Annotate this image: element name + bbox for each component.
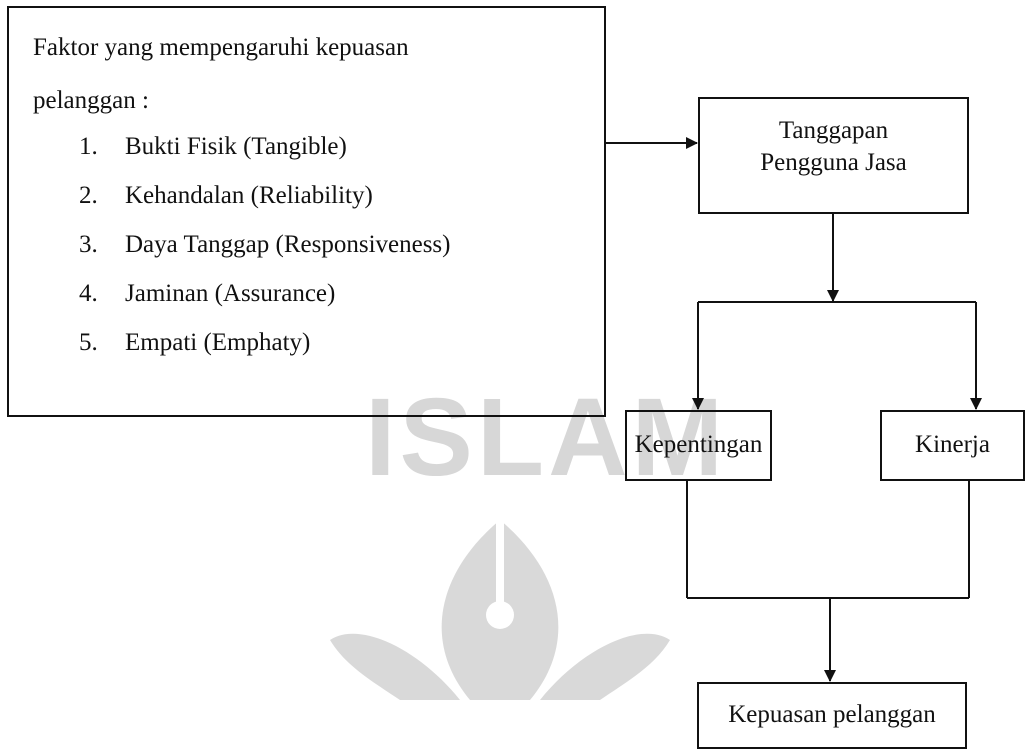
watermark-stem	[496, 520, 504, 610]
factor-item-2-num: 2.	[79, 182, 98, 209]
factor-item-3-label: Daya Tanggap (Responsiveness)	[125, 231, 451, 258]
satisfaction-box	[697, 682, 967, 749]
satisfaction-label: Kepuasan pelanggan	[728, 701, 936, 728]
factors-heading-line2: pelanggan :	[33, 87, 149, 114]
factors-box	[7, 6, 606, 417]
watermark-leaf-left	[330, 633, 460, 700]
watermark-text: ISLAM	[365, 376, 727, 499]
factor-item-3-num: 3.	[79, 231, 98, 258]
factor-item-1-label: Bukti Fisik (Tangible)	[125, 133, 347, 160]
performance-label: Kinerja	[915, 431, 990, 458]
factor-item-1-num: 1.	[79, 133, 98, 160]
response-line1: Tanggapan	[778, 117, 889, 144]
response-line2: Pengguna Jasa	[760, 149, 907, 176]
factors-heading-line1: Faktor yang mempengaruhi kepuasan	[33, 34, 409, 61]
factor-item-5-label: Empati (Emphaty)	[125, 329, 311, 356]
watermark-leaf-right	[540, 633, 670, 700]
factor-item-4-num: 4.	[79, 280, 98, 307]
factor-item-2-label: Kehandalan (Reliability)	[125, 182, 373, 209]
response-box	[698, 97, 969, 214]
performance-box	[880, 410, 1025, 481]
importance-label: Kepentingan	[634, 431, 763, 458]
factor-item-5-num: 5.	[79, 329, 98, 356]
importance-box	[625, 410, 772, 481]
watermark-dot	[486, 601, 514, 629]
factor-item-4-label: Jaminan (Assurance)	[125, 280, 336, 307]
